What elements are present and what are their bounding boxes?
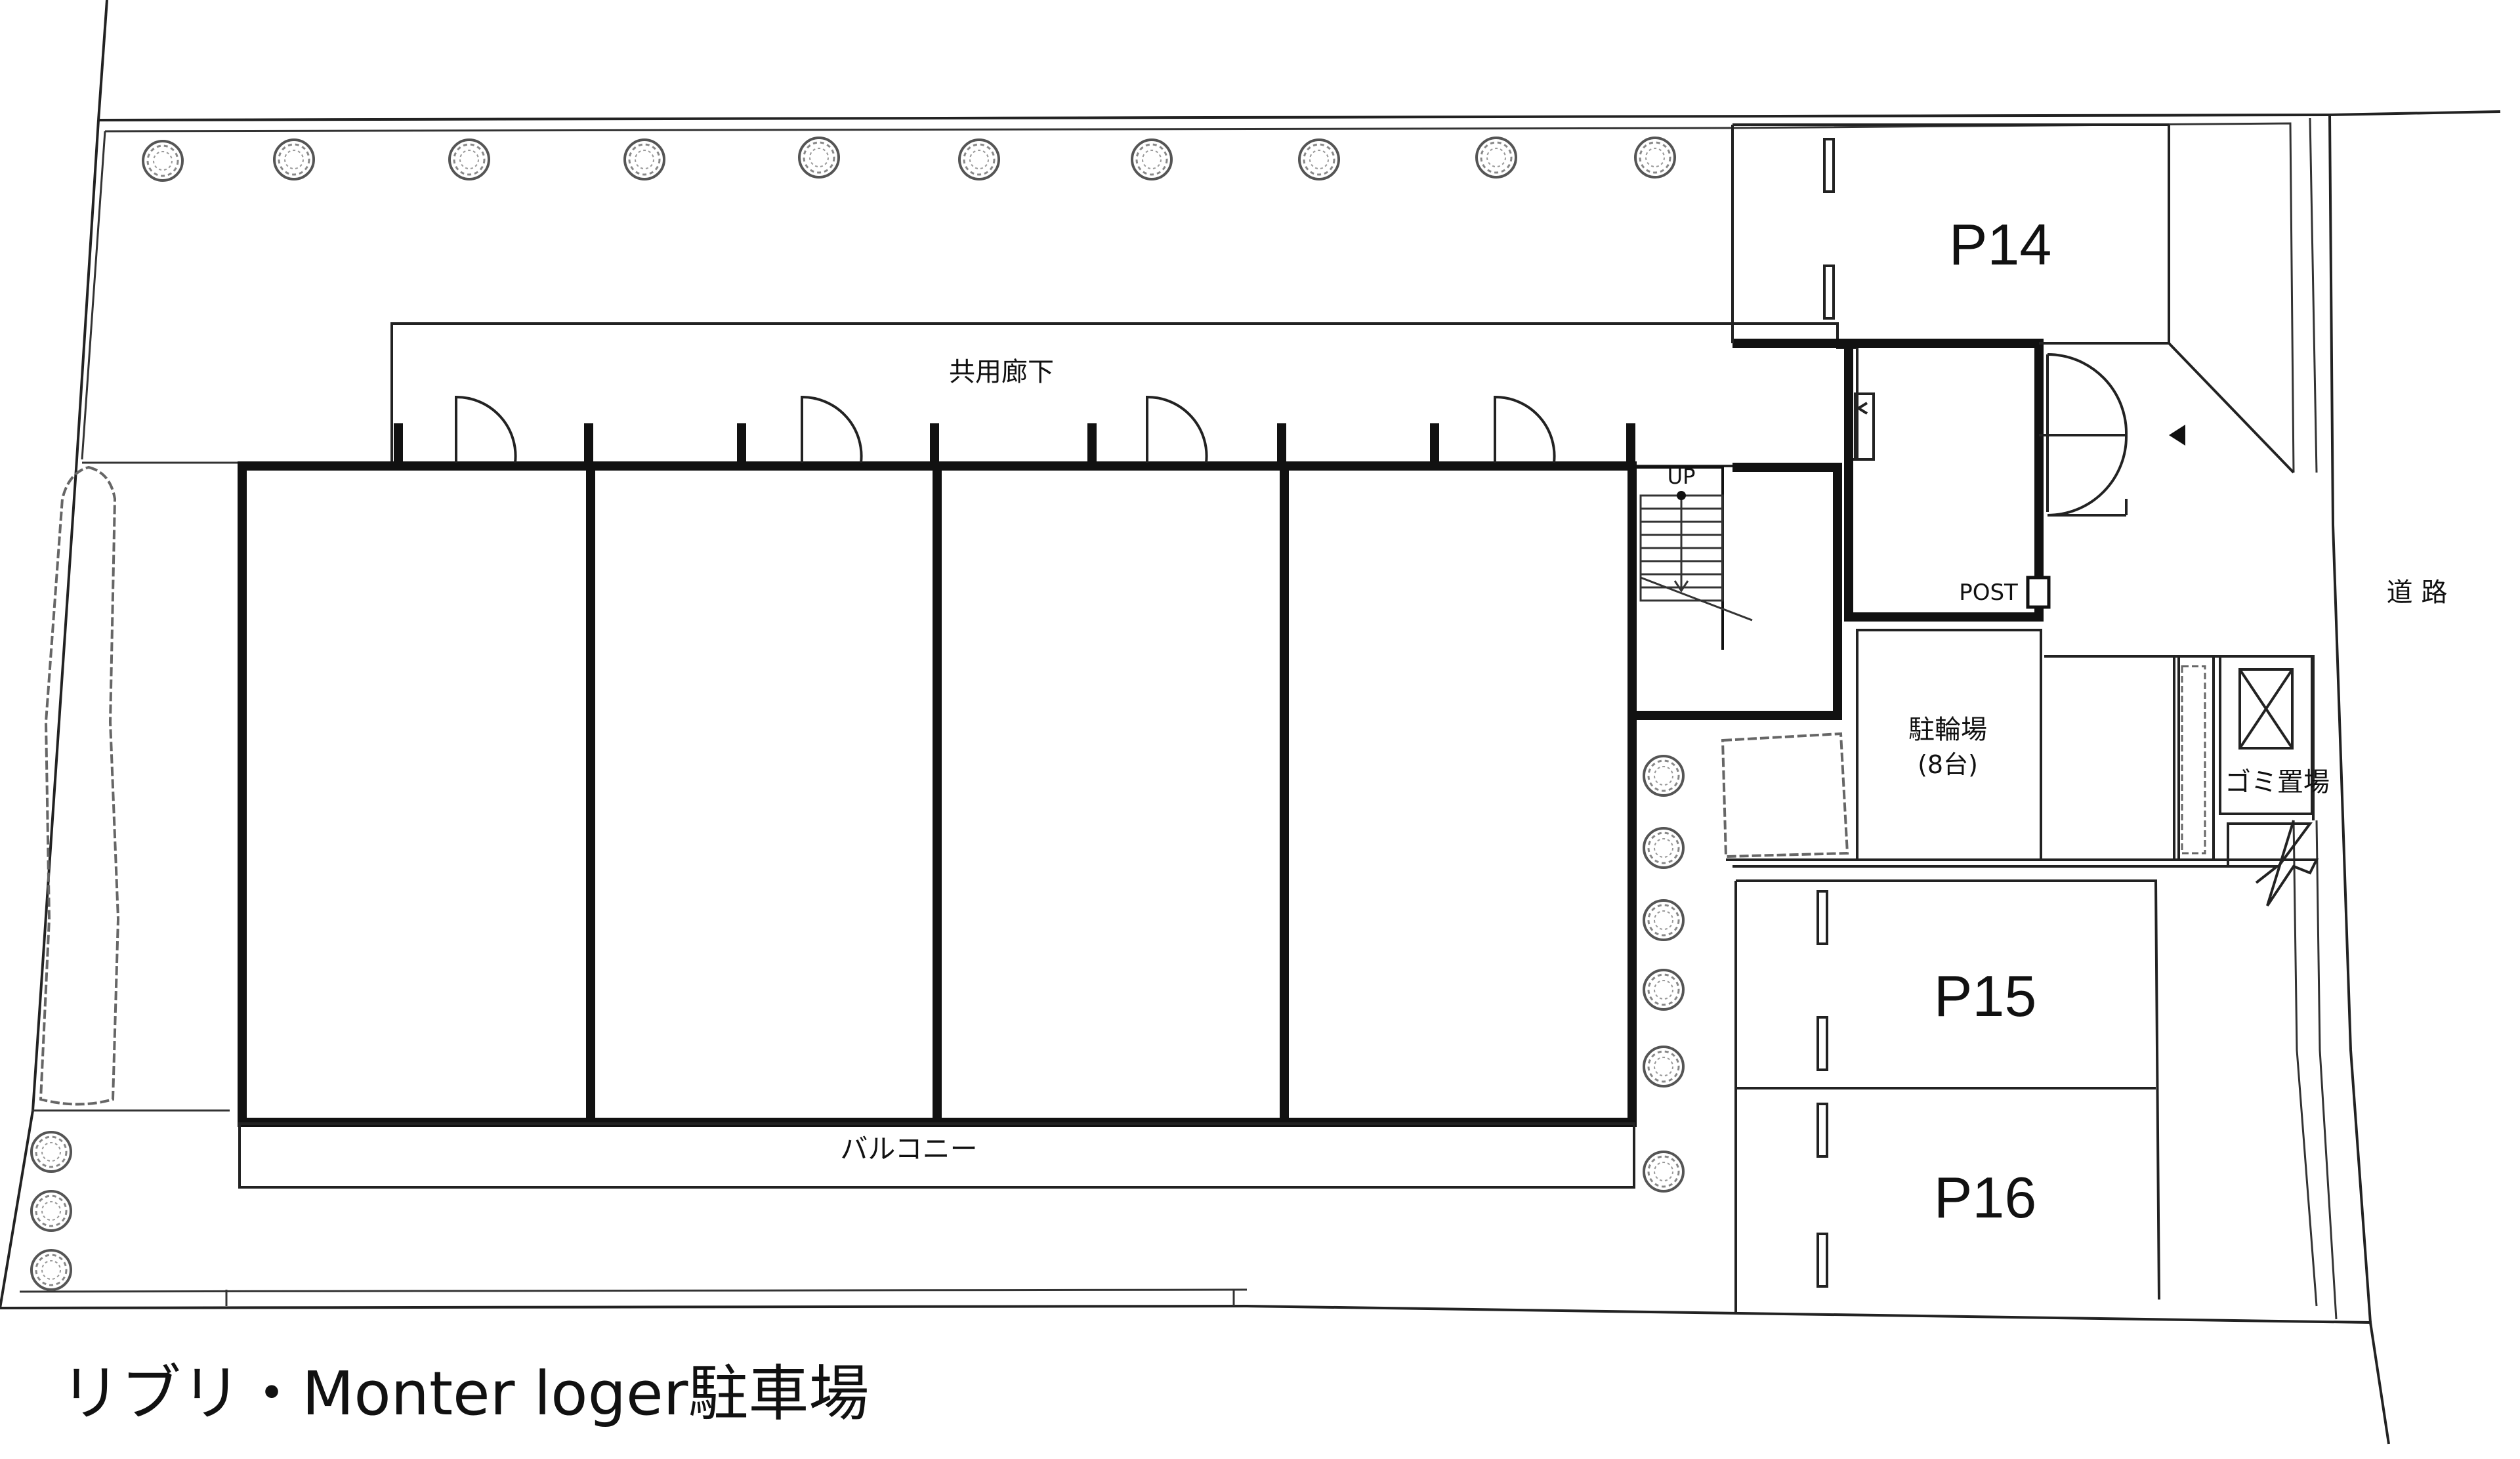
entrance-arrow-icon bbox=[2169, 425, 2185, 446]
parking-p14-outline bbox=[1731, 123, 2170, 343]
staircase bbox=[1639, 494, 1753, 622]
entrance-hall-thin bbox=[1731, 289, 2295, 474]
balcony bbox=[238, 1122, 1635, 1189]
entrance-hall bbox=[1732, 339, 2044, 622]
parking-label-p16: P16 bbox=[1934, 1165, 2037, 1230]
shrub-row-right-of-building bbox=[1643, 755, 1685, 1193]
wall-stubs bbox=[394, 423, 1635, 467]
garbage-area-label: ゴミ置場 bbox=[2225, 767, 2330, 797]
road-label: 道 路 bbox=[2387, 578, 2448, 608]
post-label: POST bbox=[1959, 580, 2018, 606]
parking-p15-p16-outline bbox=[1734, 879, 2160, 1313]
unit-doors bbox=[455, 395, 1556, 463]
common-corridor bbox=[390, 322, 1858, 467]
shrub-row-bottom-left bbox=[30, 1131, 72, 1291]
building-units bbox=[238, 461, 1637, 1127]
parking-label-p14: P14 bbox=[1949, 212, 2052, 277]
shrub-row-top bbox=[142, 137, 1676, 182]
entrance-doors bbox=[2039, 353, 2128, 517]
balcony-label: バルコニー bbox=[840, 1133, 977, 1165]
garbage-hedge bbox=[2181, 665, 2206, 855]
parking-label-p15: P15 bbox=[1934, 963, 2037, 1028]
courtyard-planter bbox=[1721, 732, 1849, 858]
inner-fence bbox=[19, 117, 2338, 1320]
bicycle-parking-label: 駐輪場 bbox=[1908, 715, 1987, 745]
wheel-stops bbox=[1816, 138, 1835, 1288]
bicycle-capacity-label: (8台) bbox=[1918, 750, 1978, 779]
stair-marker bbox=[1677, 491, 1686, 500]
corridor-label: 共用廊下 bbox=[949, 357, 1054, 387]
bicycle-parking bbox=[1856, 629, 2042, 861]
stair-hall bbox=[1636, 463, 1842, 720]
hedge-left bbox=[39, 465, 120, 1106]
garbage-area bbox=[2172, 655, 2315, 868]
stair-up-label: UP bbox=[1668, 464, 1696, 489]
plan-title: リブリ・Monter loger駐車場 bbox=[60, 1359, 869, 1429]
mailbox-post bbox=[2026, 576, 2051, 609]
